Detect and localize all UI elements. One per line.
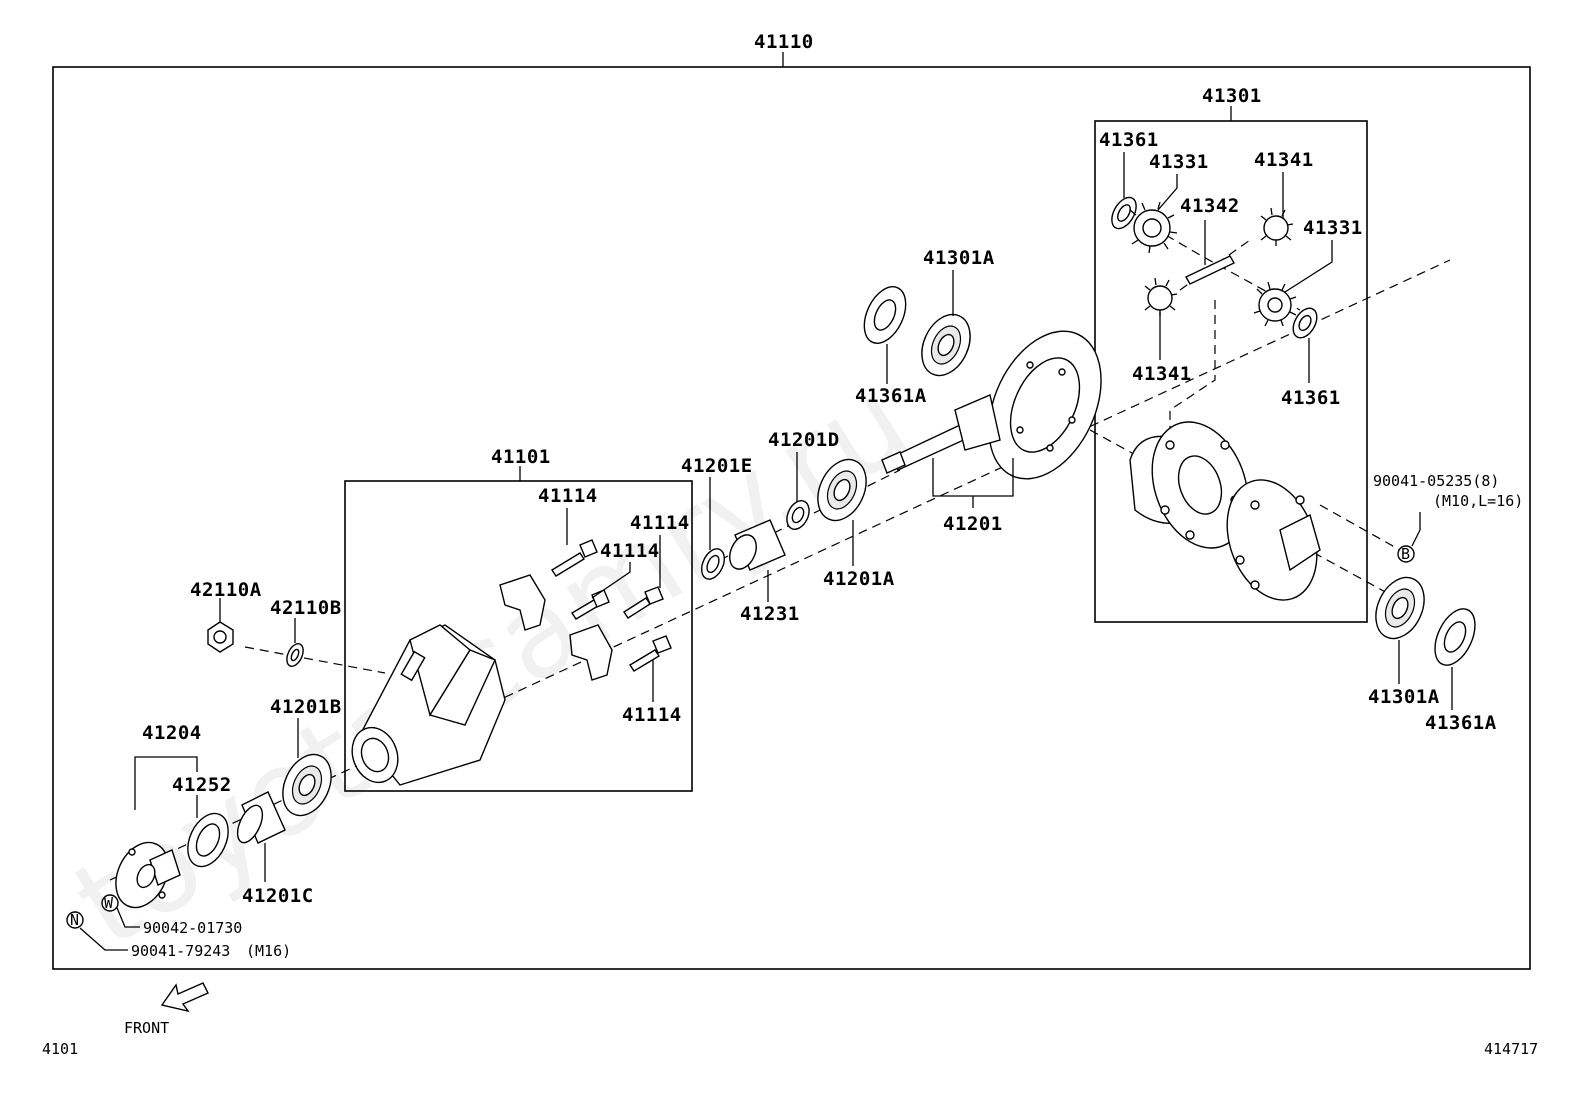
- callout-nut-spec: (M16): [246, 942, 291, 960]
- callout-41331-top[interactable]: 41331: [1149, 151, 1209, 173]
- diff-case-right-half: [1226, 479, 1321, 601]
- callout-41231[interactable]: 41231: [740, 603, 800, 625]
- callout-41301a-bottom[interactable]: 41301A: [1368, 686, 1440, 708]
- flange-41204: [115, 841, 181, 909]
- callout-41341-bottom[interactable]: 41341: [1132, 363, 1192, 385]
- bearing-41201b: [282, 753, 332, 817]
- bolts-41114: [551, 539, 672, 672]
- callout-41110[interactable]: 41110: [754, 31, 814, 53]
- seal-41252: [187, 812, 229, 868]
- page-code-right: 414717: [1484, 1040, 1538, 1058]
- ring-gear-41201: [988, 330, 1102, 480]
- callout-41201e[interactable]: 41201E: [681, 455, 753, 477]
- callout-41101[interactable]: 41101: [491, 446, 551, 468]
- callout-41114-b[interactable]: 41114: [630, 512, 690, 534]
- side-gear-41341-bottom: [1144, 277, 1178, 316]
- callout-41201a[interactable]: 41201A: [823, 568, 895, 590]
- callout-41114-c[interactable]: 41114: [600, 540, 660, 562]
- callout-41331-right[interactable]: 41331: [1303, 217, 1363, 239]
- marker-b-circle: [1397, 545, 1415, 563]
- drive-pinion-41201: [881, 394, 1001, 474]
- assembly-frame: [52, 66, 1531, 970]
- callout-41201d[interactable]: 41201D: [768, 429, 840, 451]
- callout-41201[interactable]: 41201: [943, 513, 1003, 535]
- bearing-41201a: [817, 458, 867, 522]
- callout-41361-top[interactable]: 41361: [1099, 129, 1159, 151]
- callout-90042-01730[interactable]: 90042-01730: [143, 919, 242, 937]
- callout-41201b[interactable]: 41201B: [270, 696, 342, 718]
- callout-41361-bottom[interactable]: 41361: [1281, 387, 1341, 409]
- callout-bolt-spec: (M10,L=16): [1433, 492, 1523, 510]
- leader-lines: [79, 152, 1453, 951]
- page-code-left: 4101: [42, 1040, 78, 1058]
- nut-42110a: [207, 621, 234, 653]
- callout-41114-d[interactable]: 41114: [622, 704, 682, 726]
- callout-41341-top[interactable]: 41341: [1254, 149, 1314, 171]
- bearing-41201c: [236, 791, 286, 844]
- marker-b: B: [1401, 545, 1410, 563]
- bearing-41301a-top: [921, 313, 971, 377]
- callout-41252[interactable]: 41252: [172, 774, 232, 796]
- carrier-box: [344, 480, 693, 792]
- callout-41114-a[interactable]: 41114: [538, 485, 598, 507]
- bearing-41301a-bottom: [1375, 576, 1425, 640]
- pinion-gear-41331-top: [1129, 201, 1178, 254]
- callout-41342[interactable]: 41342: [1180, 195, 1240, 217]
- callout-41201c[interactable]: 41201C: [242, 885, 314, 907]
- bearing-caps: [499, 574, 613, 681]
- callout-90041-05235[interactable]: 90041-05235(8): [1373, 472, 1499, 490]
- pinion-gear-41331-right: [1253, 281, 1297, 327]
- front-label: FRONT: [124, 1019, 169, 1037]
- side-gear-41341-top: [1260, 207, 1294, 246]
- callout-41301a-top[interactable]: 41301A: [923, 247, 995, 269]
- marker-w: W: [104, 894, 114, 912]
- callout-41204[interactable]: 41204: [142, 722, 202, 744]
- marker-n-circle: [66, 911, 84, 929]
- callout-42110a[interactable]: 42110A: [190, 579, 262, 601]
- callout-42110b[interactable]: 42110B: [270, 597, 342, 619]
- spacer-41231: [729, 519, 786, 571]
- marker-w-circle: [101, 894, 119, 912]
- callout-41301[interactable]: 41301: [1202, 85, 1262, 107]
- callout-41361a-top[interactable]: 41361A: [855, 385, 927, 407]
- callout-41361a-bottom[interactable]: 41361A: [1425, 712, 1497, 734]
- front-arrow-icon: [160, 982, 209, 1013]
- callout-90041-79243[interactable]: 90041-79243: [131, 942, 230, 960]
- marker-n: N: [70, 911, 79, 929]
- center-axis: [109, 259, 1451, 881]
- diff-case-left-half: [1129, 421, 1249, 549]
- carrier-housing: [351, 624, 506, 786]
- pinion-shaft-41342: [1185, 255, 1235, 285]
